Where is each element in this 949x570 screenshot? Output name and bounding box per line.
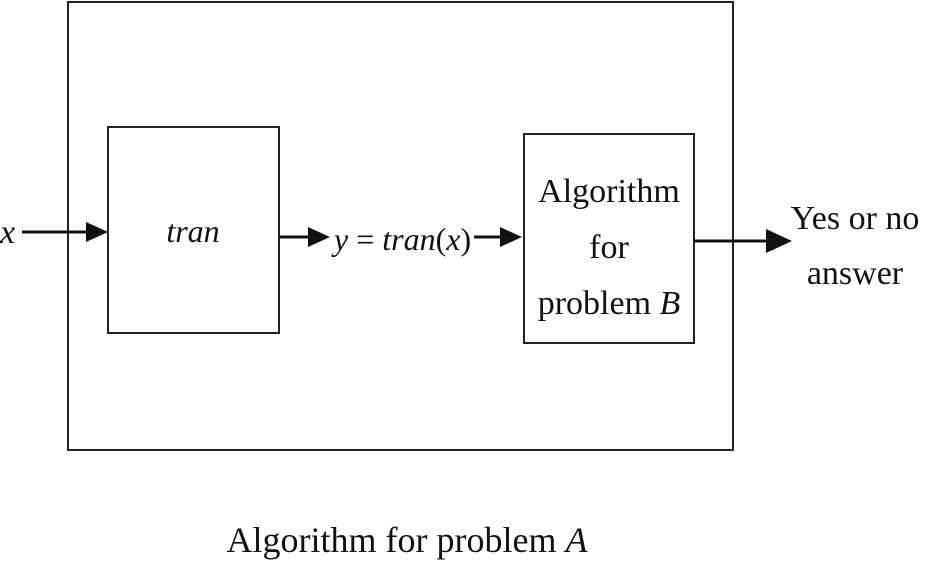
arrowhead-input-to-tran: [86, 222, 108, 242]
output-label-line1: Yes or no: [791, 200, 920, 237]
middle-label-y-equals-tran-x: y = tran(x): [331, 221, 471, 257]
output-label-line2: answer: [807, 255, 904, 292]
arrowhead-algorithm-b-to-output: [766, 229, 792, 253]
input-label-x: x: [0, 214, 15, 251]
arrowhead-tran-to-y: [308, 227, 330, 247]
algorithm-b-label-line2: for: [589, 229, 629, 266]
outer-box-algorithm-a: [67, 1, 734, 451]
algorithm-b-box: [523, 133, 695, 344]
algorithm-b-label-line3: problem B: [538, 285, 681, 322]
arrowhead-y-to-algorithm-b: [500, 227, 522, 247]
tran-box-label: tran: [166, 213, 219, 249]
algorithm-b-label-line1: Algorithm: [538, 173, 680, 210]
tran-box: [107, 126, 280, 334]
caption-algorithm-for-problem-a: Algorithm for problem A: [227, 520, 589, 560]
